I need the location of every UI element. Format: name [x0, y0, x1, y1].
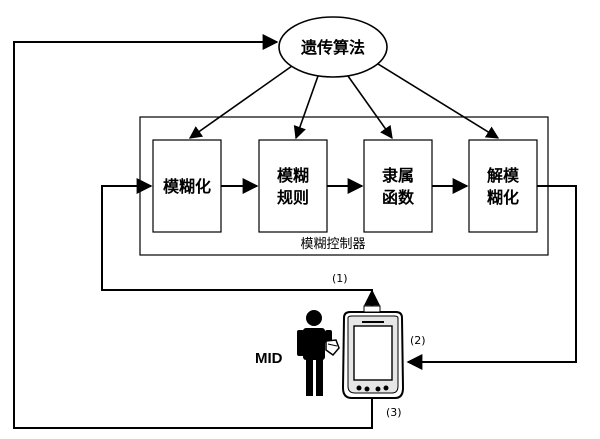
genetic-algorithm-label: 遗传算法	[300, 38, 365, 57]
block-fuzzification: 模糊化	[152, 139, 222, 233]
signal-2-label: (2)	[410, 334, 426, 347]
block-fuzzy-rules-line-1: 模糊	[277, 166, 309, 185]
block-membership-line-1: 隶属	[382, 166, 414, 185]
feedback-path-3: (3)	[13, 34, 402, 429]
ga-arrow-membership	[347, 75, 393, 140]
signal-3-line	[13, 34, 373, 429]
signal-2-line	[406, 185, 577, 370]
signal-1-label: (1)	[332, 272, 348, 285]
block-membership-line-2: 函数	[382, 188, 415, 207]
block-fuzzy-rules-line-2: 规则	[277, 188, 309, 207]
block-fuzzification-line-1: 模糊化	[163, 177, 211, 196]
ga-arrows	[188, 63, 500, 140]
output-path-2: (2)	[406, 185, 577, 370]
block-defuzzification-line-1: 解模	[487, 166, 520, 185]
block-defuzzification-line-2: 糊化	[487, 188, 519, 207]
ga-arrow-rules	[293, 75, 319, 140]
mid-device-icon	[341, 305, 405, 399]
block-fuzzy-rules: 模糊 规则	[258, 139, 328, 233]
fuzzy-controller-label: 模糊控制器	[300, 236, 365, 252]
person-icon	[297, 310, 340, 396]
ga-arrow-defuzzification	[377, 63, 500, 139]
block-membership-function: 隶属 函数	[363, 139, 433, 233]
signal-3-label: (3)	[386, 406, 402, 419]
genetic-algorithm-node: 遗传算法	[278, 16, 388, 78]
ga-arrow-fuzzification	[188, 65, 293, 139]
block-defuzzification: 解模 糊化	[468, 139, 538, 233]
feedback-path-1: (1)	[101, 178, 380, 312]
mid-label: MID	[255, 350, 283, 367]
